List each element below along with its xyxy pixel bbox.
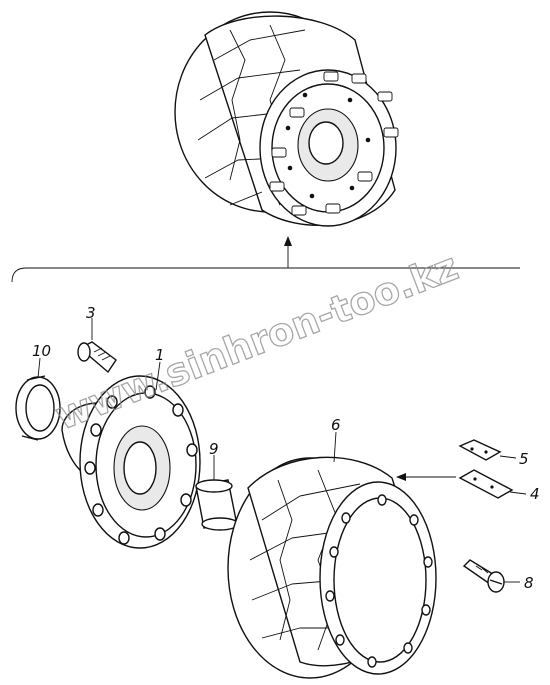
balance-plate-4: [458, 469, 527, 499]
wheel-hub-1: [61, 361, 201, 549]
callout-5: 5: [519, 450, 529, 468]
callout-8: 8: [524, 574, 534, 592]
seal-ring-10: [15, 357, 61, 441]
bearing-race-9: [195, 455, 239, 531]
explosion-bracket: [11, 236, 520, 283]
watermark-text: www.sinhron-too.kz: [49, 244, 463, 438]
callout-3: 3: [86, 304, 96, 322]
balance-plate-5: [458, 439, 517, 461]
assembled-hub-drum: [174, 11, 399, 227]
brake-drum-6: [227, 431, 456, 679]
callout-1: 1: [155, 346, 165, 364]
stud-bolt-3: [77, 318, 117, 374]
callout-10: 10: [32, 342, 51, 360]
callout-6: 6: [331, 416, 341, 434]
callout-9: 9: [209, 440, 219, 458]
countersunk-screw-8: [462, 559, 520, 593]
callout-4: 4: [530, 485, 540, 503]
callout-labels: 3 10 1 9 6 5 4 8: [32, 304, 540, 592]
